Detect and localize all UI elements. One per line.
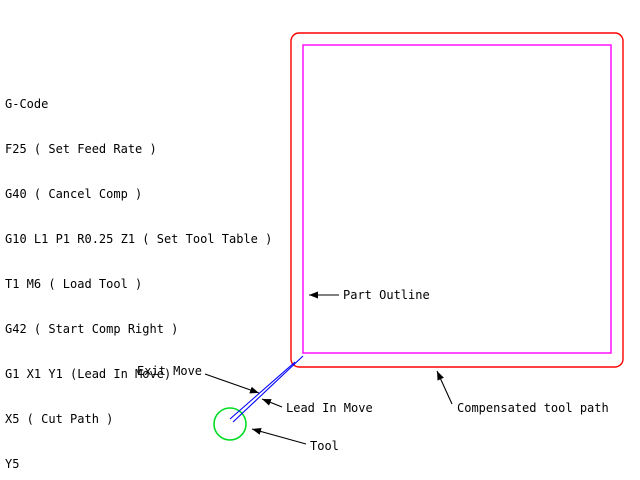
gcode-line: G40 ( Cancel Comp ) [5, 187, 143, 201]
part-outline-rect [302, 44, 612, 354]
gcode-line: X5 ( Cut Path ) [5, 412, 114, 426]
gcode-line: G-Code [5, 97, 49, 111]
gcode-line: F25 ( Set Feed Rate ) [5, 142, 157, 156]
gcode-listing: G-Code F25 ( Set Feed Rate ) G40 ( Cance… [5, 67, 272, 480]
exit-move-line [229, 361, 296, 420]
exit-move-callout-arrow [204, 373, 260, 394]
lead-in-move-line [232, 355, 304, 423]
compensated-path-callout-arrow [436, 370, 453, 405]
gcode-line: G10 L1 P1 R0.25 Z1 ( Set Tool Table ) [5, 232, 273, 246]
gcode-line: Y5 [5, 457, 20, 471]
compensated-tool-path-label: Compensated tool path [457, 401, 609, 415]
part-outline-label: Part Outline [343, 288, 430, 302]
gcode-line: T1 M6 ( Load Tool ) [5, 277, 143, 291]
lead-in-move-callout-arrow [261, 398, 283, 408]
gcode-line: G42 ( Start Comp Right ) [5, 322, 179, 336]
lead-in-move-label: Lead In Move [286, 401, 373, 415]
tool-circle [213, 407, 247, 441]
gcode-line: G1 X1 Y1 (Lead In Move) [5, 367, 172, 381]
compensated-tool-path-outline [290, 32, 624, 368]
exit-move-label: Exit Move [137, 364, 203, 378]
tool-label: Tool [310, 439, 339, 453]
tool-callout-arrow [251, 428, 307, 445]
